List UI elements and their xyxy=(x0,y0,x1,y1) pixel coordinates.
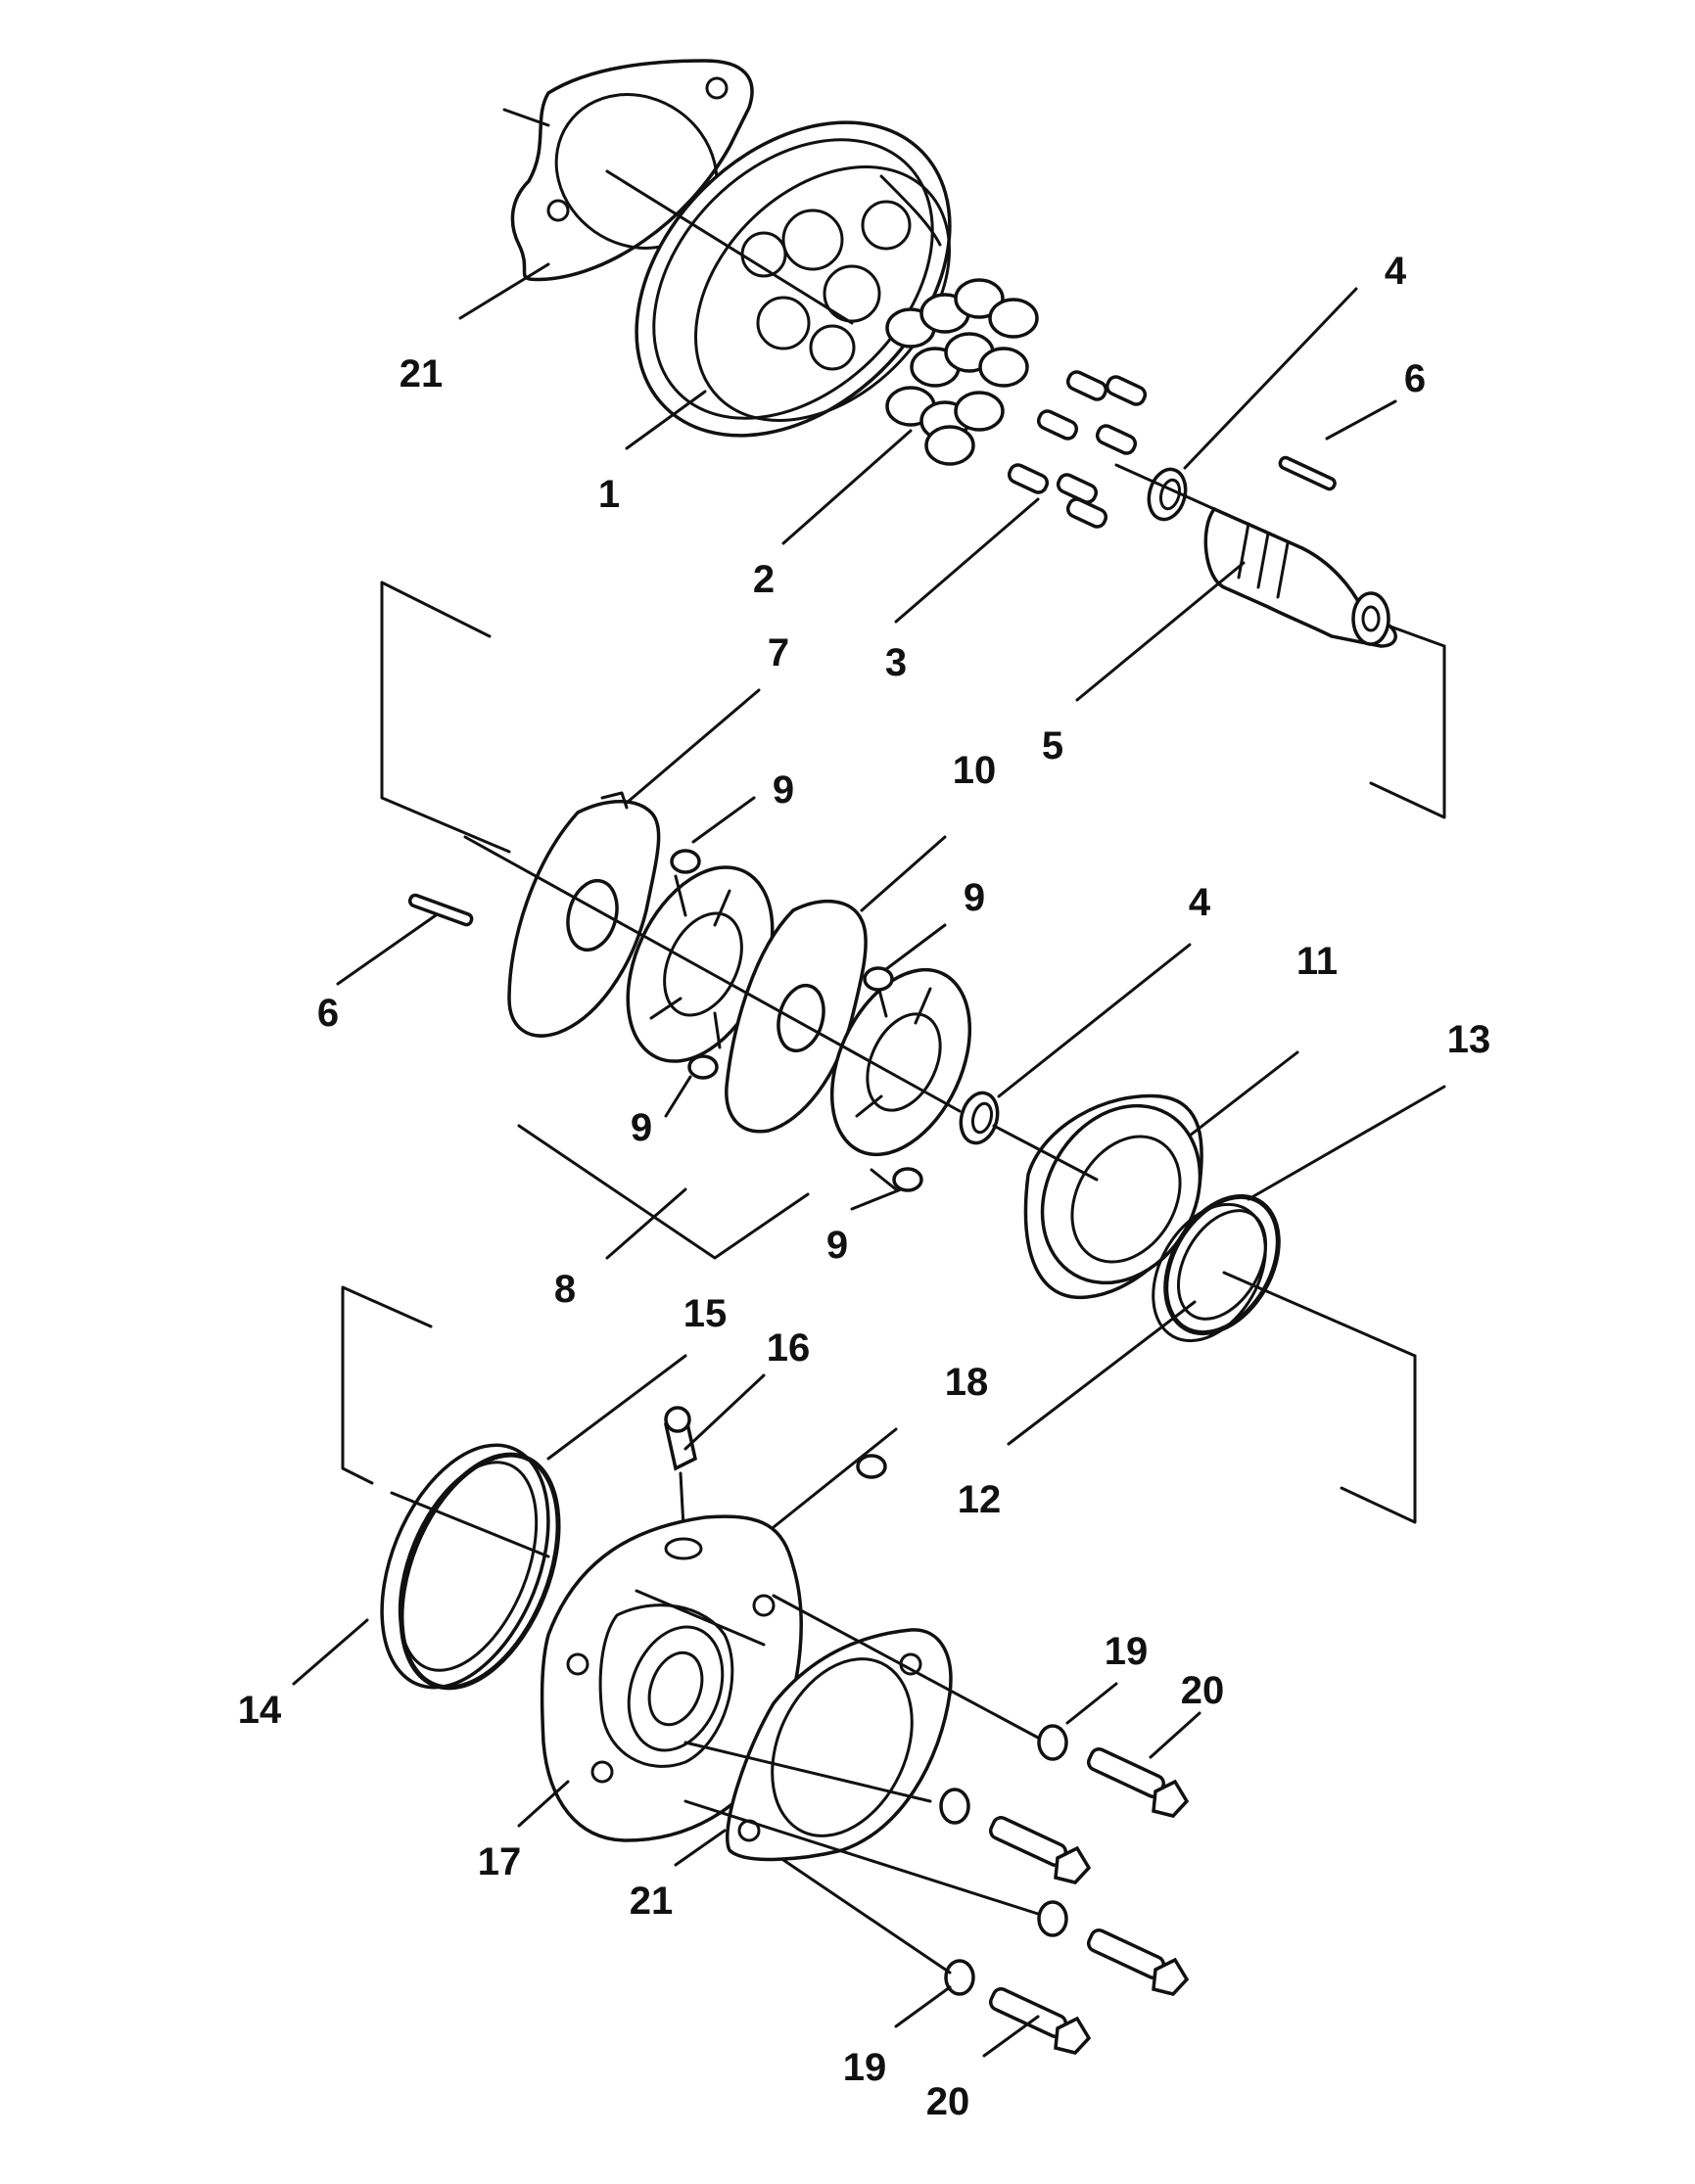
callout-2: 2 xyxy=(753,558,775,601)
washers-19 xyxy=(939,1724,1068,1996)
bottom-bracket xyxy=(341,1285,433,1485)
callout-10: 10 xyxy=(953,749,997,792)
callout-20-top: 20 xyxy=(1181,1669,1225,1712)
friction-disc-8b xyxy=(829,967,972,1157)
housing-17 xyxy=(540,1514,803,1842)
splined-shaft xyxy=(1203,506,1397,648)
spring-cluster xyxy=(885,278,1039,466)
circlip-middle xyxy=(959,1091,1000,1145)
callout-14: 14 xyxy=(238,1689,282,1732)
callout-11: 11 xyxy=(1296,940,1338,983)
top-axis-lines xyxy=(502,108,1446,819)
middle-axis-lines xyxy=(463,835,1417,1524)
callout-4-middle: 4 xyxy=(1189,881,1211,924)
plate-7 xyxy=(507,791,661,1038)
grease-fitting-16 xyxy=(663,1406,698,1529)
callout-20-bottom: 20 xyxy=(926,2080,970,2123)
callout-9-a: 9 xyxy=(773,768,794,812)
friction-disc-8 xyxy=(626,865,775,1063)
callout-13: 13 xyxy=(1447,1018,1491,1061)
callout-3: 3 xyxy=(885,641,907,684)
gasket-top xyxy=(510,59,754,282)
callout-9-d: 9 xyxy=(826,1224,848,1267)
callout-1: 1 xyxy=(598,473,620,516)
buttons-9 xyxy=(670,849,923,1192)
plug-18 xyxy=(856,1454,887,1479)
callout-7: 7 xyxy=(768,631,789,674)
hub-11 xyxy=(1023,1093,1203,1299)
leader-lines xyxy=(292,262,1446,2058)
small-springs xyxy=(1007,370,1148,529)
pin-top xyxy=(1278,455,1337,491)
callout-9-b: 9 xyxy=(964,876,985,919)
callout-12: 12 xyxy=(958,1478,1002,1521)
callout-18: 18 xyxy=(945,1361,989,1404)
circlip-top xyxy=(1147,467,1188,522)
callout-19-top: 19 xyxy=(1105,1630,1149,1673)
callout-6-middle: 6 xyxy=(317,992,339,1035)
middle-bracket xyxy=(380,581,511,854)
callout-17: 17 xyxy=(478,1840,522,1883)
callout-9-c: 9 xyxy=(631,1106,652,1149)
callout-21-bottom: 21 xyxy=(630,1880,674,1923)
housing-ring xyxy=(635,120,952,438)
bottom-axis-lines xyxy=(390,1491,1040,1975)
callout-6-top: 6 xyxy=(1404,357,1426,400)
callout-16: 16 xyxy=(767,1326,811,1370)
callout-15: 15 xyxy=(683,1292,728,1335)
bolts-20 xyxy=(988,1747,1190,2055)
callout-19-bottom: 19 xyxy=(843,2046,887,2089)
callout-5: 5 xyxy=(1042,724,1063,767)
callout-8: 8 xyxy=(554,1268,576,1311)
callout-4-top: 4 xyxy=(1385,250,1407,293)
pin-middle xyxy=(407,893,474,927)
callout-21-top: 21 xyxy=(400,352,444,395)
